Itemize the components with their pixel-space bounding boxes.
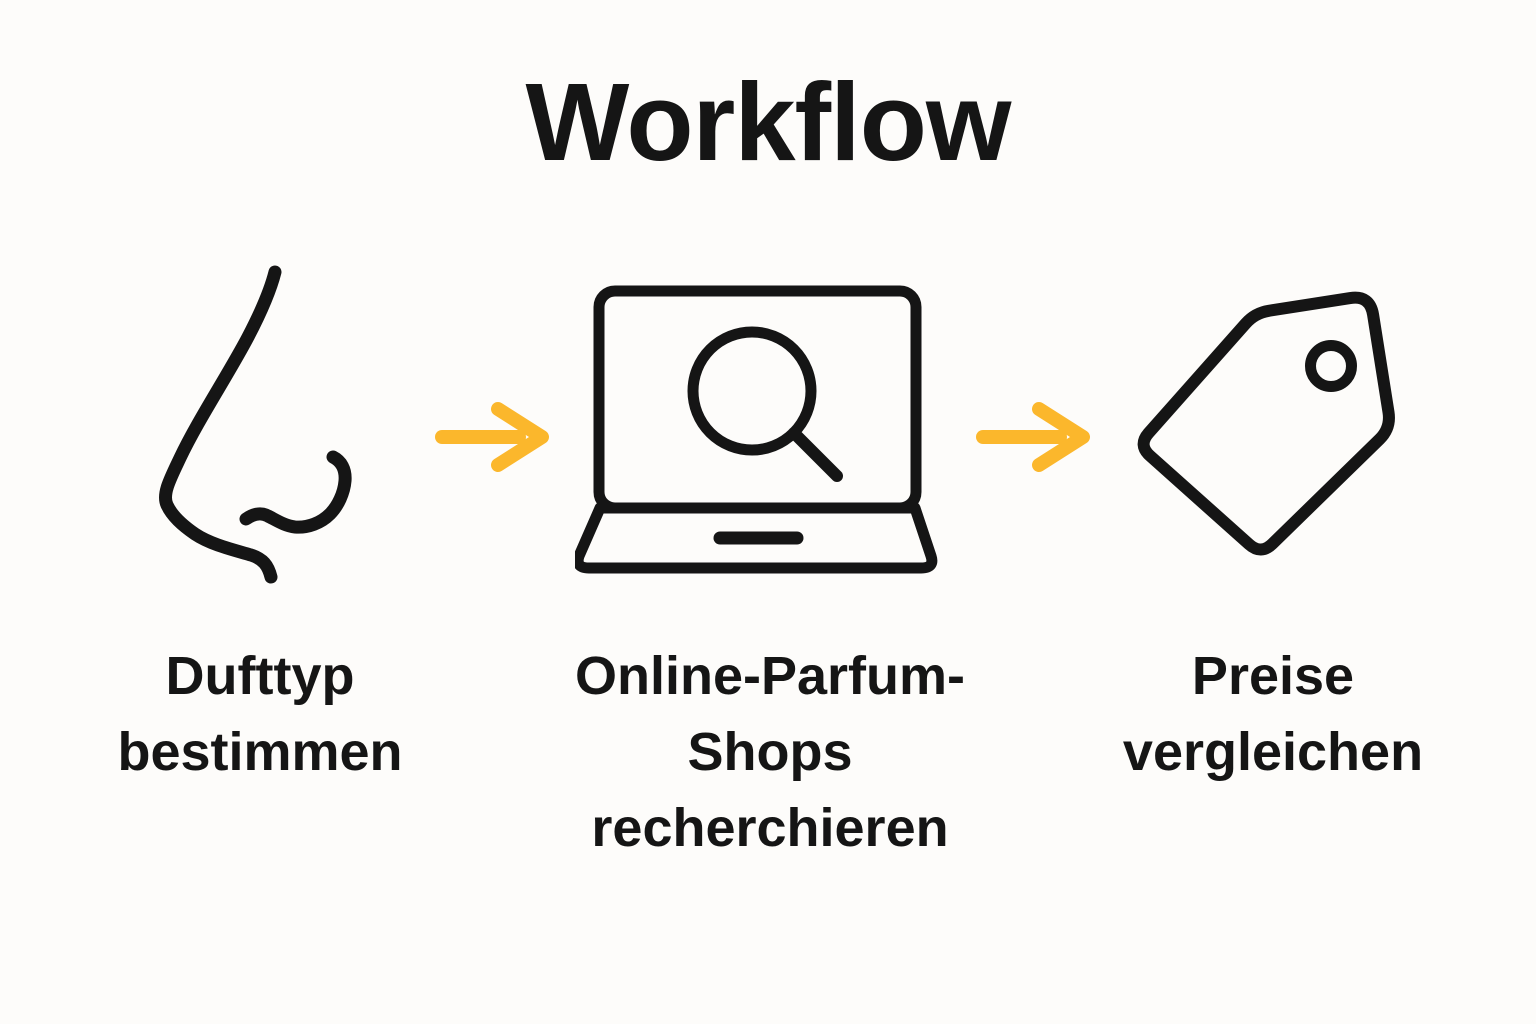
page-title: Workflow [525, 61, 1012, 184]
arrow-right-icon [976, 401, 1092, 473]
price-tag-icon [1128, 288, 1398, 558]
nose-icon [158, 262, 363, 587]
step-label-preise: Preise vergleichen [1040, 638, 1506, 790]
step-label-line: bestimmen [117, 722, 403, 782]
step-label-line: Shops [687, 722, 853, 782]
step-label-dufttyp: Dufttyp bestimmen [30, 638, 490, 790]
step-label-line: recherchieren [591, 798, 949, 858]
step-label-line: Preise [1191, 646, 1355, 706]
laptop-search-icon [575, 280, 940, 582]
step-label-line: Online-Parfum- [574, 646, 966, 706]
step-label-online-shops: Online-Parfum- Shops recherchieren [495, 638, 1045, 866]
step-label-line: vergleichen [1122, 722, 1424, 782]
arrow-right-icon [435, 401, 551, 473]
step-label-line: Dufttyp [165, 646, 355, 706]
